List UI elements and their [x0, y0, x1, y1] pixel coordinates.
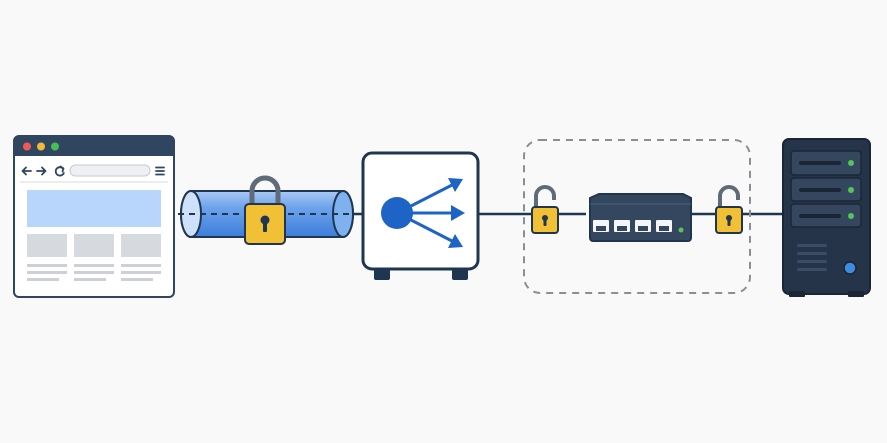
maximize-dot-icon [51, 142, 59, 151]
web-browser-window-icon [13, 135, 175, 298]
minimize-dot-icon [37, 142, 45, 151]
power-button-icon [843, 261, 857, 275]
back-arrow-icon [21, 166, 32, 176]
text-placeholder-lines [27, 264, 161, 281]
address-bar [69, 164, 151, 177]
server-tower-icon [782, 138, 871, 297]
ethernet-port-icon [656, 220, 672, 232]
content-card [121, 234, 161, 257]
status-led-icon [678, 227, 684, 233]
status-led-icon [848, 213, 854, 219]
ethernet-port-icon [635, 220, 651, 232]
open-padlock-icon [715, 185, 743, 234]
hamburger-menu-icon [155, 166, 165, 176]
internal-zone-boundary [523, 139, 751, 294]
status-led-icon [848, 187, 854, 193]
content-card [27, 234, 67, 257]
hero-banner [27, 190, 161, 227]
load-balancer-icon [361, 151, 480, 280]
close-dot-icon [23, 142, 31, 151]
reload-icon [54, 165, 65, 177]
encrypted-tunnel-icon [178, 175, 354, 245]
closed-padlock-icon [244, 175, 286, 245]
open-padlock-icon [531, 185, 559, 234]
status-led-icon [848, 160, 854, 166]
forward-arrow-icon [36, 166, 47, 176]
ethernet-port-icon [614, 220, 630, 232]
network-switch-icon [589, 193, 692, 242]
content-card [74, 234, 114, 257]
vent-slots [797, 244, 827, 271]
ethernet-port-icon [593, 220, 609, 232]
